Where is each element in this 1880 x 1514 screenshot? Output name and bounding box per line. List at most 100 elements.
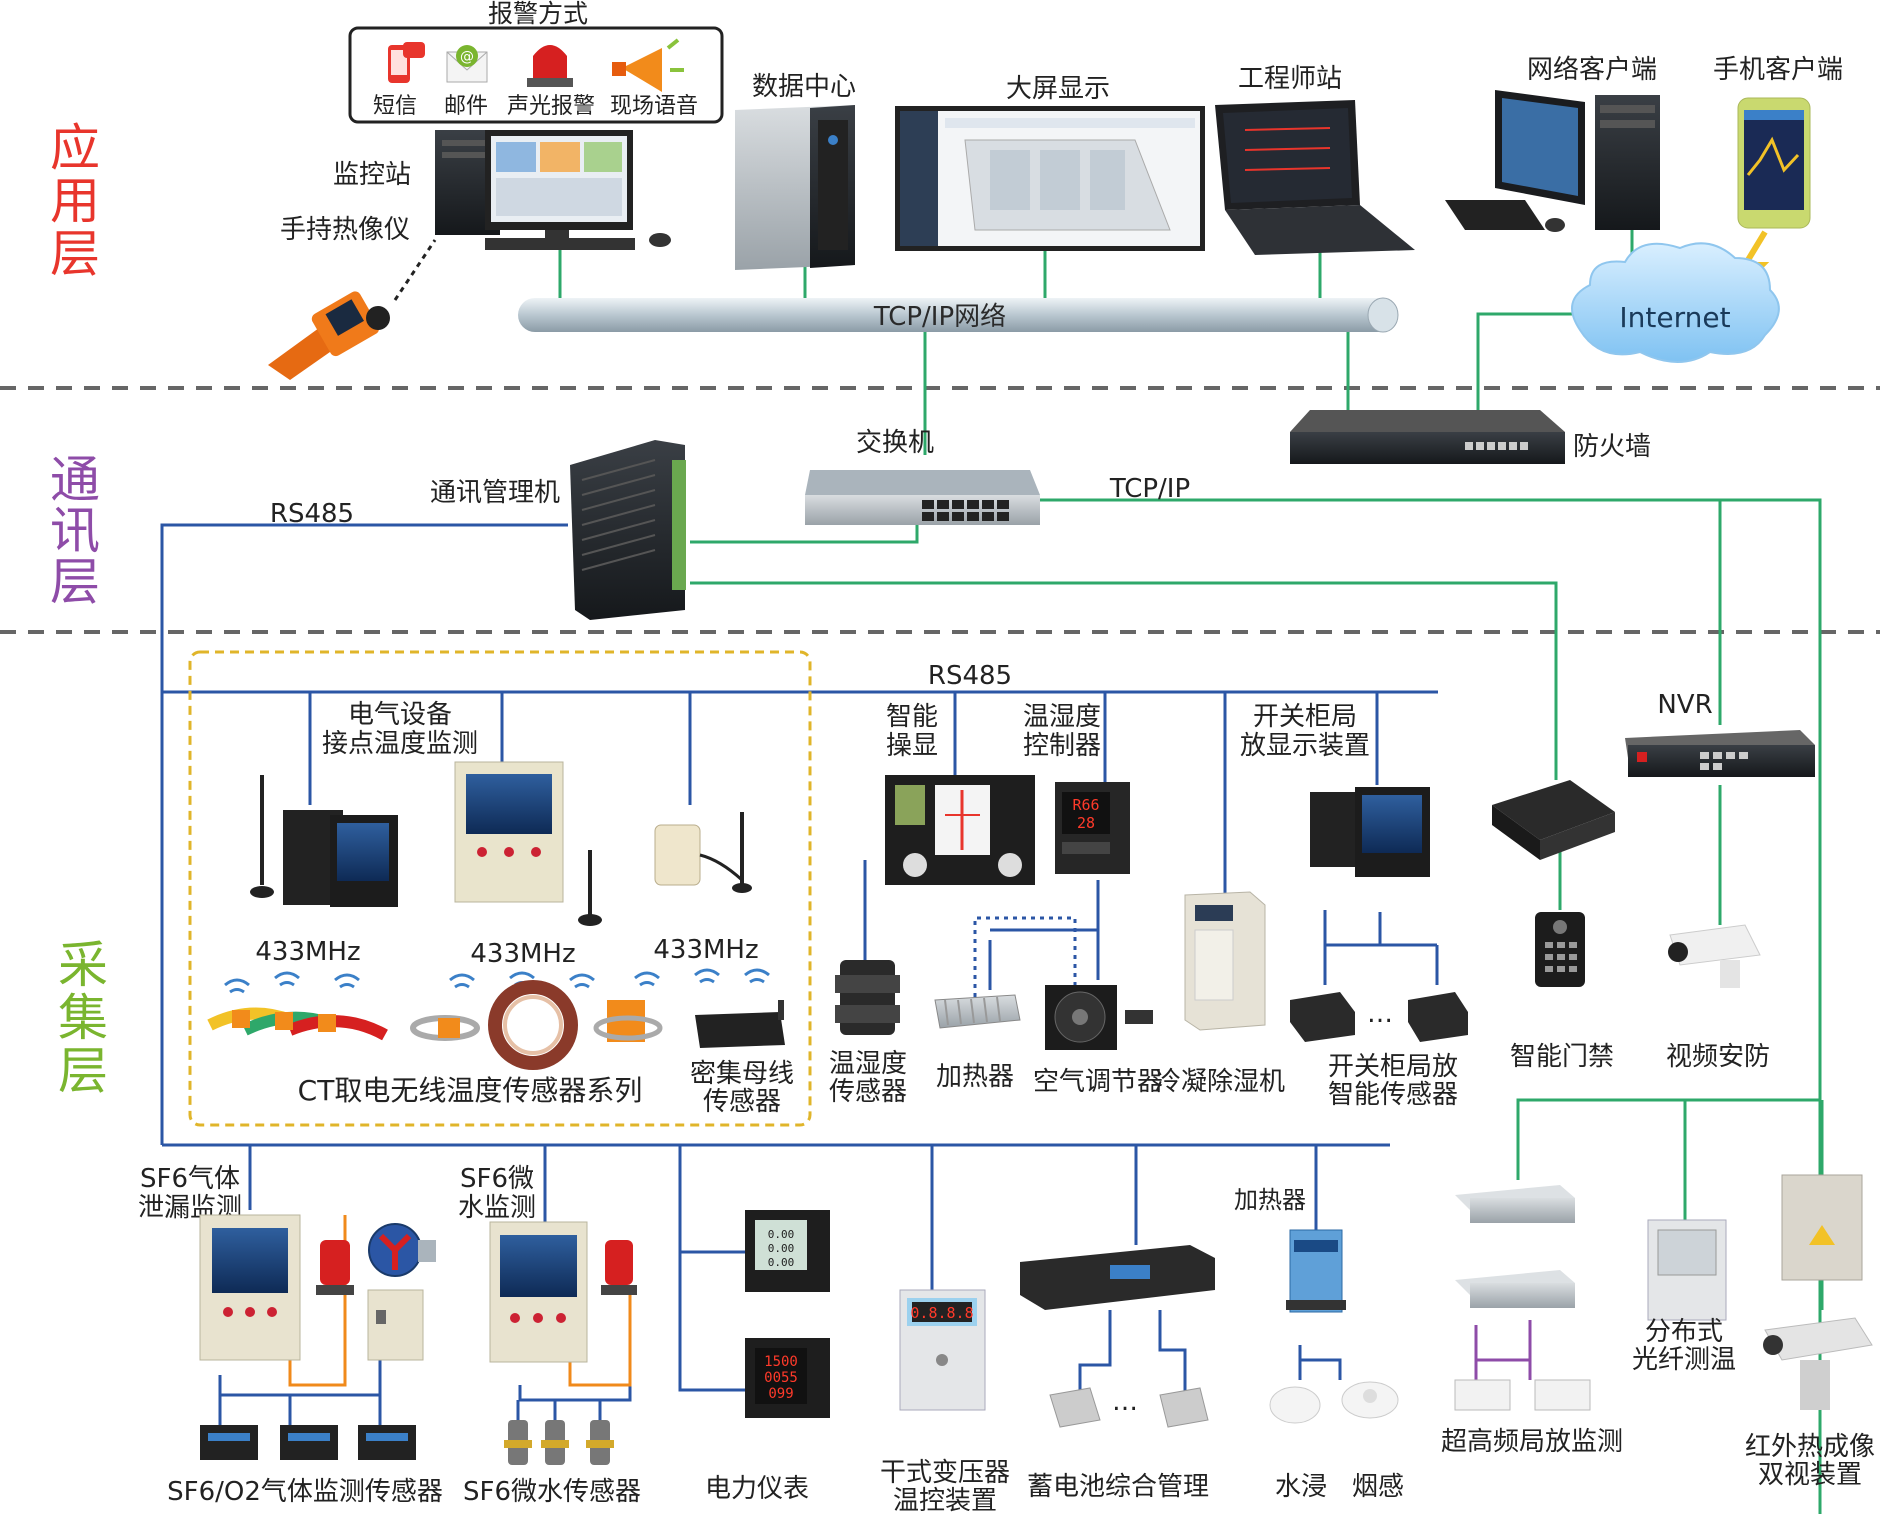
thc-display-2: 28 — [1077, 814, 1095, 832]
meter1-line2: 0.00 — [768, 1242, 795, 1255]
data-center-server — [735, 105, 855, 270]
wireless-panel-device — [250, 775, 398, 907]
sf6-leak-monitor-device — [199, 1214, 301, 1361]
access-control-label: 智能门禁 — [1510, 1042, 1614, 1072]
pd-sensor-label-2: 智能传感器 — [1328, 1080, 1458, 1110]
layer-app-char3: 层 — [50, 225, 100, 283]
layer-label-collect: 采 集 层 — [58, 936, 108, 1100]
layer-label-comm: 通 讯 层 — [50, 451, 100, 611]
megaphone-icon — [612, 38, 684, 92]
freq-label-3: 433MHz — [653, 935, 758, 965]
thc-label-2: 控制器 — [1023, 731, 1101, 761]
alarm-item-mail: 邮件 — [444, 94, 488, 119]
ct-sensor-series-label: CT取电无线温度传感器系列 — [298, 1074, 643, 1107]
pd-display-label-1: 开关柜局 — [1253, 702, 1357, 732]
sf6-water-sensors — [504, 1420, 614, 1465]
contact-temp-label-1: 电气设备 — [348, 700, 452, 730]
water-leak-sensor-icon — [1269, 1386, 1321, 1424]
tcpip-network-label: TCP/IP网络 — [873, 302, 1006, 332]
sf6-o2-sensor-label: SF6/O2气体监测传感器 — [167, 1477, 443, 1507]
power-meter-2-device: 1500 0055 099 — [745, 1338, 830, 1418]
fiber-temp-label-2: 光纤测温 — [1632, 1345, 1736, 1375]
ct-sensors — [207, 980, 785, 1070]
battery-mgmt-device — [1020, 1245, 1215, 1310]
layer-collect-char1: 采 — [58, 936, 108, 994]
uhf-pd-device — [1454, 1185, 1591, 1411]
pd-ellipsis: … — [1367, 999, 1393, 1029]
heater2-label: 加热器 — [1234, 1186, 1306, 1214]
layer-comm-char1: 通 — [50, 451, 100, 509]
busbar-module-device — [654, 812, 752, 893]
tcpip-comm-label: TCP/IP — [1109, 474, 1190, 504]
power-meter-label: 电力仪表 — [705, 1474, 809, 1504]
pd-display-device — [1310, 787, 1430, 877]
thsensor-label-1: 温湿度 — [829, 1049, 907, 1079]
sf6-micro-beacon-icon — [601, 1240, 637, 1295]
sf6-o2-sensors — [200, 1425, 416, 1460]
sf6-micro-label-1: SF6微 — [460, 1164, 534, 1194]
tcpip-network-pipe: TCP/IP网络 — [518, 297, 1399, 333]
smoke-label: 烟感 — [1352, 1472, 1404, 1502]
pd-sensor-label-1: 开关柜局放 — [1328, 1052, 1458, 1082]
big-screen-device — [895, 106, 1205, 251]
comm-manager-label: 通讯管理机 — [430, 478, 560, 508]
battery-ellipsis: … — [1112, 1387, 1138, 1417]
rs485-lines — [160, 523, 1439, 1425]
fiber-temp-device — [1647, 1219, 1727, 1321]
mobile-client-label: 手机客户端 — [1713, 55, 1843, 85]
network-client-device — [1445, 90, 1660, 232]
layer-collect-char2: 集 — [58, 989, 108, 1047]
layer-app-char1: 应 — [50, 119, 100, 177]
smart-panel-label-1: 智能 — [886, 702, 938, 732]
pd-display-label-2: 放显示装置 — [1240, 731, 1370, 761]
orange-wiring — [288, 1215, 632, 1387]
layer-comm-char2: 讯 — [50, 502, 100, 560]
busbar-sensor-label-1: 密集母线 — [690, 1059, 794, 1089]
battery-sensors — [1049, 1387, 1209, 1428]
sf6-micro-monitor-device — [489, 1221, 588, 1363]
tcpip-lines — [558, 230, 1824, 1514]
firewall-device — [1290, 410, 1565, 464]
thermal-camera-label: 手持热像仪 — [280, 215, 410, 245]
network-client-label: 网络客户端 — [1527, 55, 1657, 85]
thermal-camera-device — [268, 239, 437, 380]
dehumidifier-label: 冷凝除湿机 — [1155, 1067, 1285, 1097]
smart-panel-device — [885, 775, 1035, 885]
sms-icon — [388, 42, 425, 83]
video-security-label: 视频安防 — [1666, 1042, 1770, 1072]
thc-label-1: 温湿度 — [1023, 702, 1101, 732]
fiber-temp-label-1: 分布式 — [1645, 1317, 1723, 1347]
data-center-label: 数据中心 — [752, 72, 856, 102]
heater-device — [934, 994, 1021, 1029]
engineer-laptop-device — [1215, 100, 1415, 255]
infrared-box-device — [1781, 1174, 1863, 1281]
layer-comm-char3: 层 — [50, 553, 100, 611]
sf6-micro-label-2: 水监测 — [458, 1193, 536, 1223]
contact-temp-label-2: 接点温度监测 — [322, 729, 478, 759]
thsensor-device — [835, 960, 900, 1035]
transformer-temp-label-1: 干式变压器 — [880, 1458, 1010, 1488]
infrared-label-1: 红外热成像 — [1745, 1432, 1875, 1462]
internet-label: Internet — [1619, 301, 1730, 334]
exhaust-fan-icon — [368, 1223, 436, 1277]
sf6-water-sensor-label: SF6微水传感器 — [463, 1477, 641, 1507]
infrared-label-2: 双视装置 — [1758, 1460, 1862, 1490]
sf6-leak-beacon-icon — [316, 1240, 354, 1295]
heater-label: 加热器 — [936, 1062, 1014, 1092]
ptz-camera-device — [1763, 1317, 1873, 1410]
switch-label: 交换机 — [856, 428, 934, 458]
meter1-line1: 0.00 — [768, 1228, 795, 1241]
meter2-line1: 1500 — [764, 1354, 798, 1370]
fan-controller-device — [367, 1289, 424, 1361]
power-meter-1-device: 0.00 0.00 0.00 — [745, 1210, 830, 1292]
smoke-detector-icon — [1341, 1381, 1399, 1419]
signal-icons — [224, 968, 770, 994]
transformer-temp-device: 0.8.8.8 — [899, 1289, 986, 1411]
wireless-temp-group — [188, 650, 812, 1127]
layer-label-app: 应 用 层 — [50, 119, 100, 283]
smart-panel-label-2: 操显 — [886, 731, 938, 761]
meter2-line2: 0055 — [764, 1370, 798, 1386]
mail-icon: @ — [446, 45, 488, 83]
